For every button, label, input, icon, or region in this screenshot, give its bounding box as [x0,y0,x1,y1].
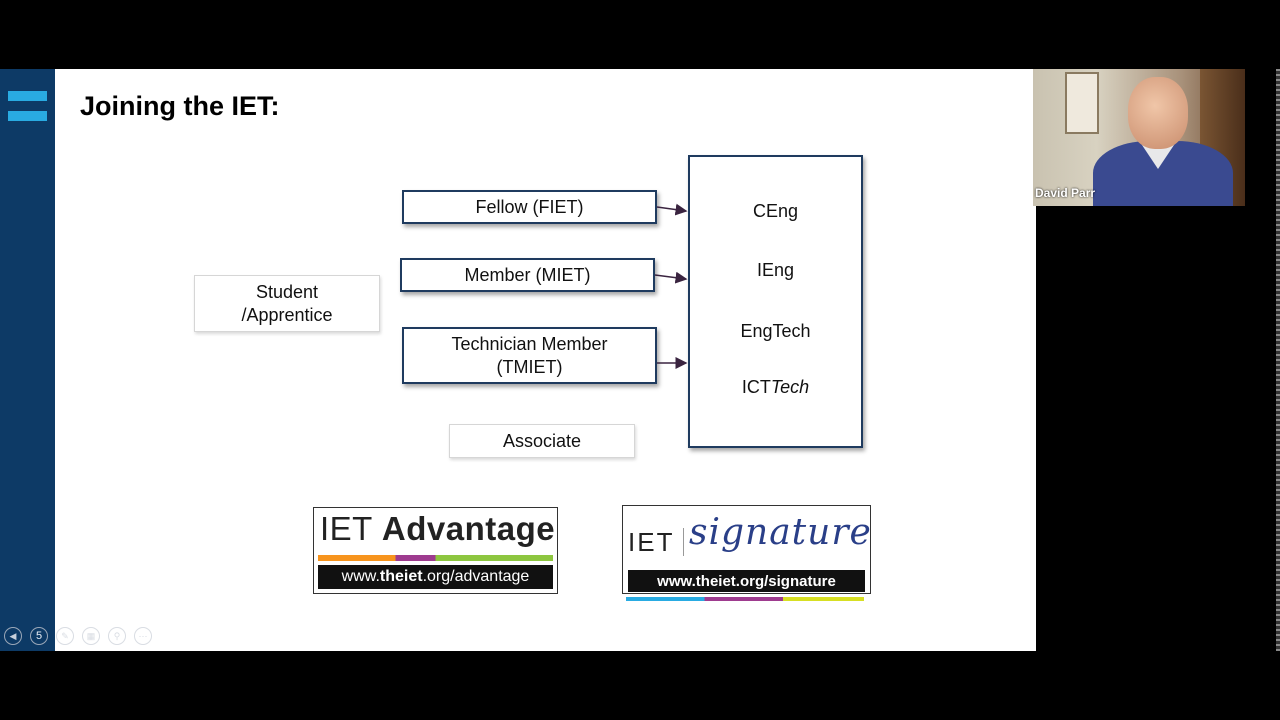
participant-video[interactable]: David Parr [1033,69,1245,206]
advantage-color-stripes [318,555,553,561]
member-grade-box: Member (MIET) [400,258,655,292]
signature-prefix: IET [628,527,675,557]
advantage-url-post: .org/advantage [422,568,530,585]
zoom-icon[interactable]: ⚲ [108,627,126,645]
student-apprentice-label: Student /Apprentice [241,282,333,325]
iet-advantage-wordmark: IET Advantage [320,510,555,548]
qualification-ieng: IEng [756,260,795,280]
signature-url: www.theiet.org/signature [628,570,865,592]
participant-head [1128,77,1188,149]
registration-titles-box: CEng IEng EngTech ICTTech [688,155,863,448]
pen-icon[interactable]: ✎ [56,627,74,645]
qualification-icttech-suffix: Tech [770,377,810,397]
presentation-slide: Joining the IET: Fellow (FIET) Member (M… [0,69,1036,651]
fellow-arrow [656,203,688,216]
associate-box: Associate [449,424,635,458]
iet-advantage-logo: IET Advantage www.theiet.org/advantage [313,507,558,594]
qualification-ceng: CEng [752,201,799,221]
advantage-url: www.theiet.org/advantage [318,565,553,589]
technician-grade-box: Technician Member (TMIET) [402,327,657,384]
window-edge [1276,69,1280,651]
qualification-engtech: EngTech [740,321,811,341]
signature-color-stripes [626,597,864,601]
iet-logo-bar-top [8,91,47,101]
wall-picture [1065,72,1099,134]
advantage-name: Advantage [381,510,556,547]
member-arrow [654,271,688,284]
fellow-grade-label: Fellow (FIET) [475,196,584,217]
slides-grid-icon[interactable]: ▦ [82,627,100,645]
participant-name: David Parr [1035,186,1096,200]
slide-sidebar [0,69,55,651]
technician-grade-label: Technician Member (TMIET) [451,334,608,377]
advantage-url-bold: theiet [379,568,423,585]
previous-slide-icon[interactable]: ◀ [4,627,22,645]
signature-divider [683,528,684,556]
member-grade-label: Member (MIET) [464,264,591,285]
slide-page-number: 5 [35,630,43,642]
associate-label: Associate [502,430,582,451]
student-apprentice-box: Student /Apprentice [194,275,380,332]
iet-logo-bar-bottom [8,111,47,121]
qualification-icttech: ICTTech [690,377,861,398]
slide-controls: ◀ 5 ✎ ▦ ⚲ ⋯ [4,625,152,647]
qualification-icttech-prefix: ICT [741,377,771,397]
signature-script: signature [689,512,872,553]
fellow-grade-box: Fellow (FIET) [402,190,657,224]
more-options-icon[interactable]: ⋯ [134,627,152,645]
advantage-prefix: IET [320,510,373,547]
next-slide-icon[interactable]: 5 [30,627,48,645]
iet-signature-logo: IET signature www.theiet.org/signature [622,505,871,594]
advantage-url-pre: www. [341,568,380,585]
slide-title: Joining the IET: [80,91,280,121]
